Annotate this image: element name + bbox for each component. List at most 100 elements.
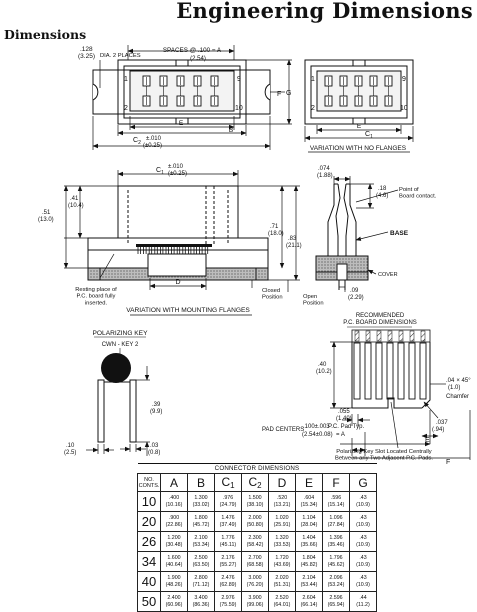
chamfer-label: Chamfer (446, 394, 469, 400)
value-cell: .43(10.9) (349, 551, 377, 572)
value-cell: 1.804(45.82) (295, 551, 323, 572)
dim-f-label: F (277, 91, 281, 98)
dim-71: .71 (270, 224, 279, 230)
section-heading: Dimensions (4, 27, 87, 42)
caption-no-flanges: VARIATION WITH NO FLANGES (310, 145, 407, 152)
pad-centers-mm: (2.54±0.08) (302, 432, 333, 438)
value-cell: 2.976(75.59) (214, 591, 242, 612)
value-cell: 1.776(45.11) (214, 531, 242, 552)
top-view-labels: .128 (3.25) DIA. 2 PLACES SPACES @ .100 … (78, 46, 291, 149)
table-row: 10.400(10.16)1.300(33.02).976(24.79)1.50… (137, 491, 377, 512)
value-cell: 2.020(51.31) (268, 571, 296, 592)
value-cell: 2.100(53.34) (187, 531, 215, 552)
value-cell: 2.500(63.50) (187, 551, 215, 572)
value-cell: 1.320(33.53) (268, 531, 296, 552)
spaces-mm: (2.54) (190, 56, 206, 62)
dia-dim-mm: (3.25) (78, 53, 95, 60)
dim-09-mm: (2.29) (348, 295, 364, 301)
conts-cell: 40 (137, 571, 161, 592)
spaces-label: SPACES @ .100 = A (163, 47, 222, 54)
value-cell: .43(10.9) (349, 511, 377, 532)
pad-centers-eq: = A (336, 432, 345, 438)
top-view-no-flanges (304, 59, 414, 125)
dim-b-label: B (229, 127, 233, 134)
value-cell: 2.604(66.14) (295, 591, 323, 612)
value-cell: 2.300(58.42) (241, 531, 269, 552)
value-cell: 3.900(99.06) (241, 591, 269, 612)
value-cell: .43(10.9) (349, 491, 377, 512)
value-cell: 1.796(45.62) (322, 551, 350, 572)
dim-83: .83 (288, 236, 297, 242)
conts-cell: 26 (137, 531, 161, 552)
value-cell: 1.900(48.26) (160, 571, 188, 592)
pin-9-label: 9 (237, 76, 241, 83)
dim-03: .03 (150, 443, 159, 449)
nf-dim-c1: C1 (365, 131, 373, 140)
value-cell: 1.476(37.49) (214, 511, 242, 532)
value-cell: .43(10.9) (349, 531, 377, 552)
dia-dim: .128 (80, 46, 93, 53)
header-col-d: D (268, 473, 296, 492)
value-cell: 2.400(60.96) (160, 591, 188, 612)
dim-40-mm: (10.2) (316, 369, 332, 375)
value-cell: 1.096(27.84) (322, 511, 350, 532)
pin-10-label: 10 (235, 105, 243, 112)
pad-centers-label: PAD CENTERS (262, 427, 304, 433)
top-view-contacts (142, 75, 219, 107)
value-cell: 1.800(45.72) (187, 511, 215, 532)
pcb-dim-e: E (425, 437, 430, 444)
header-col-g: G (349, 473, 377, 492)
dim-41-mm: (10.4) (68, 203, 84, 209)
dim-09: .09 (350, 288, 359, 294)
value-cell: .520(13.21) (268, 491, 296, 512)
value-cell: 1.396(35.46) (322, 531, 350, 552)
pad-centers-value: .100±.003 (303, 424, 330, 430)
nf-pin-2: 2 (311, 105, 315, 112)
nf-pin-1: 1 (311, 76, 315, 83)
value-cell: 2.000(50.80) (241, 511, 269, 532)
dim-g-label: G (286, 90, 291, 97)
header-col-c2: C2 (241, 473, 269, 492)
header-no-conts: NO.CONTS. (137, 473, 161, 492)
value-cell: 1.500(38.10) (241, 491, 269, 512)
side-view-flanged (87, 185, 269, 281)
header-col-b: B (187, 473, 215, 492)
value-cell: 2.800(71.12) (187, 571, 215, 592)
dim-037: .037 (436, 420, 448, 426)
polarizing-key: POLARIZING KEY CWN - KEY 2 .39 (9.9) .10… (64, 330, 162, 456)
value-cell: 2.520(64.01) (268, 591, 296, 612)
value-cell: 1.720(43.69) (268, 551, 296, 572)
pin-2-label: 2 (124, 105, 128, 112)
caption-mounting: VARIATION WITH MOUNTING FLANGES (126, 307, 250, 314)
conts-cell: 50 (137, 591, 161, 612)
value-cell: .900(22.86) (160, 511, 188, 532)
cover-label: COVER (378, 272, 398, 278)
side-view-contacts (136, 244, 212, 254)
value-cell: 2.096(53.24) (322, 571, 350, 592)
dim-074-mm: (1.88) (317, 173, 333, 179)
value-cell: .976(24.79) (214, 491, 242, 512)
contact-section-dimensions (333, 176, 399, 292)
page-title: Engineering Dimensions (176, 0, 473, 23)
dim-055-mm: (1.40) (336, 416, 352, 422)
value-cell: 1.600(40.64) (160, 551, 188, 572)
value-cell: .604(15.34) (295, 491, 323, 512)
header-col-a: A (160, 473, 188, 492)
side-c1-tol-mm: (±0.25) (168, 171, 187, 177)
polarizing-key-title: POLARIZING KEY (93, 330, 149, 337)
dim-e-label: E (179, 120, 184, 127)
side-c1-tol: ±.010 (168, 164, 184, 170)
value-cell: 1.020(25.91) (268, 511, 296, 532)
nf-dim-e: E (357, 123, 362, 130)
pcb-pads (353, 330, 427, 400)
dim-39: .39 (152, 402, 161, 408)
value-cell: 1.104(28.04) (295, 511, 323, 532)
value-cell: 3.000(76.20) (241, 571, 269, 592)
